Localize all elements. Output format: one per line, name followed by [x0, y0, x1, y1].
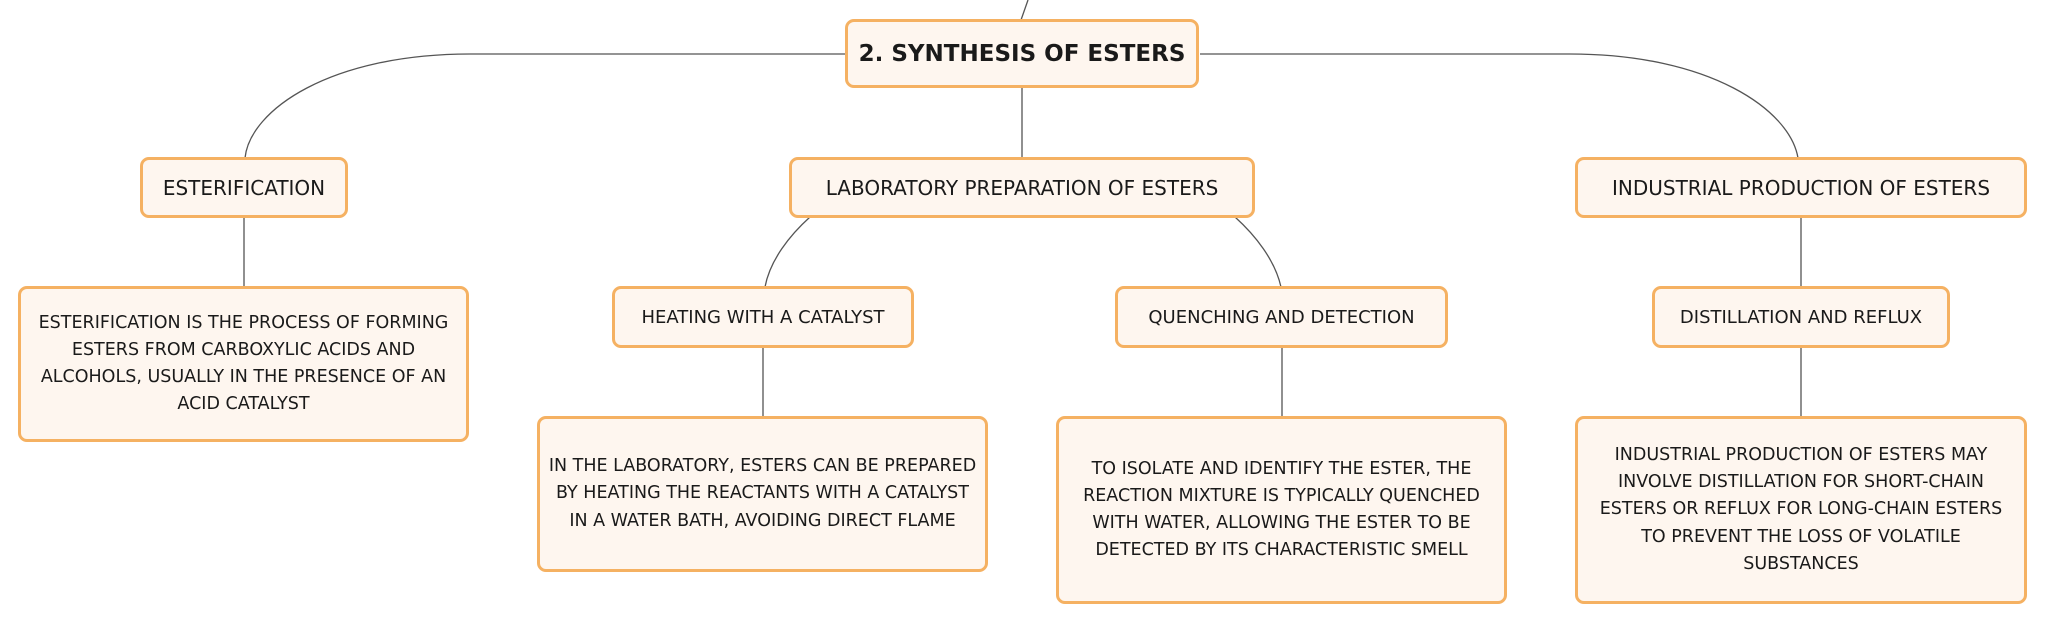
topic-quenching-and-detection[interactable]: QUENCHING AND DETECTION: [1115, 286, 1448, 348]
branch-esterification-title: ESTERIFICATION: [162, 175, 326, 200]
topic-distillation-and-reflux[interactable]: DISTILLATION AND REFLUX: [1652, 286, 1950, 348]
topic-distillation-and-reflux-title: DISTILLATION AND REFLUX: [1679, 306, 1923, 328]
heating-description-text: IN THE LABORATORY, ESTERS CAN BE PREPARE…: [548, 456, 977, 531]
heating-description[interactable]: IN THE LABORATORY, ESTERS CAN BE PREPARE…: [537, 416, 988, 572]
connector-laboratory-heating: [764, 216, 811, 288]
connector-root-esterification: [244, 53, 846, 159]
branch-industrial-production[interactable]: INDUSTRIAL PRODUCTION OF ESTERS: [1575, 157, 2027, 218]
esterification-description[interactable]: ESTERIFICATION IS THE PROCESS OF FORMING…: [18, 286, 469, 442]
root-title: 2. SYNTHESIS OF ESTERS: [858, 40, 1186, 67]
topic-quenching-and-detection-title: QUENCHING AND DETECTION: [1148, 306, 1415, 328]
quenching-description-text: TO ISOLATE AND IDENTIFY THE ESTER, THE R…: [1083, 458, 1480, 561]
branch-laboratory-preparation-title: LABORATORY PREPARATION OF ESTERS: [825, 175, 1219, 200]
branch-laboratory-preparation[interactable]: LABORATORY PREPARATION OF ESTERS: [789, 157, 1255, 218]
branch-industrial-production-title: INDUSTRIAL PRODUCTION OF ESTERS: [1611, 175, 1991, 200]
esterification-description-text: ESTERIFICATION IS THE PROCESS OF FORMING…: [38, 312, 449, 415]
quenching-description[interactable]: TO ISOLATE AND IDENTIFY THE ESTER, THE R…: [1056, 416, 1507, 604]
connector-from-parent: [1020, 0, 1029, 21]
connector-laboratory-quenching: [1234, 216, 1282, 288]
topic-heating-with-catalyst-title: HEATING WITH A CATALYST: [641, 306, 885, 328]
root-node[interactable]: 2. SYNTHESIS OF ESTERS: [845, 19, 1199, 88]
distillation-description-text: INDUSTRIAL PRODUCTION OF ESTERS MAY INVO…: [1599, 445, 2003, 574]
branch-esterification[interactable]: ESTERIFICATION: [140, 157, 348, 218]
connector-root-industrial: [1200, 53, 1799, 159]
distillation-description[interactable]: INDUSTRIAL PRODUCTION OF ESTERS MAY INVO…: [1575, 416, 2027, 604]
topic-heating-with-catalyst[interactable]: HEATING WITH A CATALYST: [612, 286, 914, 348]
